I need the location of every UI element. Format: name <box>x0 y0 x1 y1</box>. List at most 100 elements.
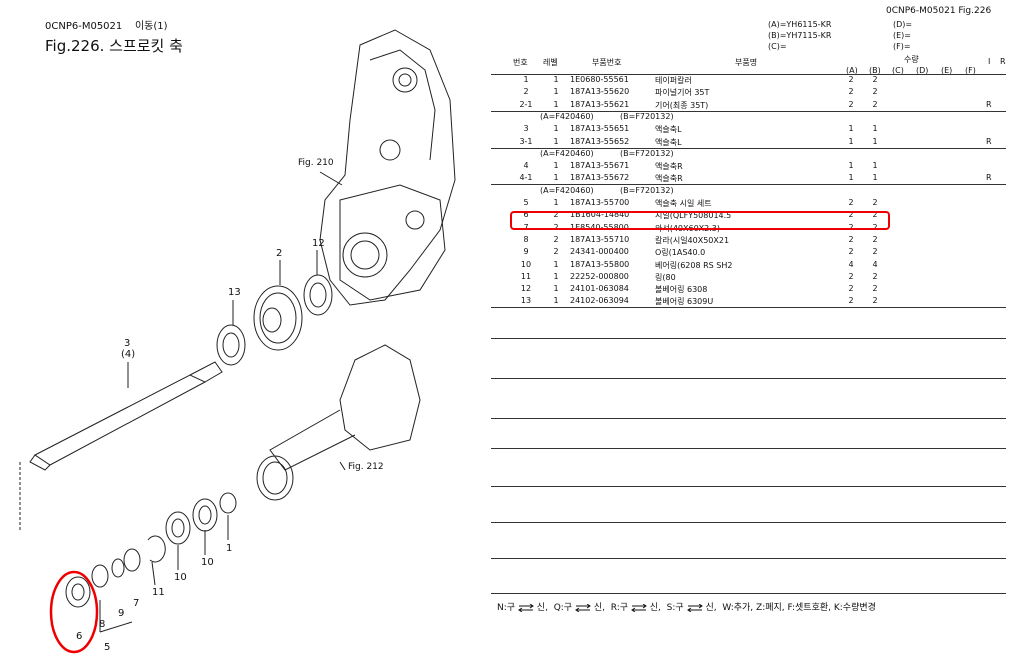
row-no: 9 <box>523 247 529 257</box>
col-qty-c: (C) <box>892 66 904 75</box>
row-separator <box>491 184 1006 186</box>
row-qty-a: 2 <box>848 271 854 281</box>
housing-lower <box>339 344 421 451</box>
row-part-no: 187A13-55651 <box>570 124 630 134</box>
serial-b: (B=F720132) <box>620 111 674 121</box>
legend: N:구 신, Q:구 신, R:구 신, S:구 신, W:추가, Z:폐지, … <box>497 603 876 613</box>
row-part-name: 액슬축L <box>655 137 682 147</box>
row-no: 4-1 <box>519 173 533 183</box>
row-part-no: 187A13-55620 <box>570 87 630 97</box>
row-level: 1 <box>553 124 559 134</box>
row-part-name: 볼베어링 6309U <box>655 297 714 307</box>
row-separator <box>491 307 1006 309</box>
row-qty-b: 2 <box>872 271 878 281</box>
col-part-no: 부품번호 <box>592 58 622 67</box>
row-r-flag: R <box>986 173 992 183</box>
row-part-no: 187A13-55652 <box>570 136 630 146</box>
row-part-name: 액슬축L <box>655 125 682 135</box>
serial-b: (B=F720132) <box>620 185 674 195</box>
blank-line <box>491 448 1006 449</box>
swap-arrows-icon <box>575 603 591 612</box>
row-part-no: 24341-000400 <box>570 247 629 257</box>
row-level: 1 <box>553 271 559 281</box>
row-part-name: 액슬축R <box>655 174 683 184</box>
col-i: I <box>988 57 991 66</box>
col-qty-e: (E) <box>941 66 953 75</box>
row-qty-a: 1 <box>848 173 854 183</box>
row-qty-b: 2 <box>872 284 878 294</box>
row-part-no: 24101-063084 <box>570 284 629 294</box>
callout-11: 11 <box>152 587 165 598</box>
row-level: 2 <box>553 210 559 220</box>
row-no: 3-1 <box>519 136 533 146</box>
col-qty: 수량 <box>904 55 919 64</box>
doc-code: 0CNP6-M05021 이동(1) <box>45 21 168 32</box>
model-b: (B)=YH7115-KR <box>768 31 832 40</box>
row-qty-b: 2 <box>872 210 878 220</box>
row-part-no: 24102-063094 <box>570 296 629 306</box>
swap-arrows-icon <box>631 603 647 612</box>
axle-shaft <box>34 374 207 466</box>
serial-a: (A=F420460) <box>540 111 594 121</box>
row-qty-b: 1 <box>872 136 878 146</box>
highlight-circle-part-6 <box>49 570 99 654</box>
row-part-name: 테이퍼칼러 <box>655 76 692 85</box>
row-qty-a: 2 <box>848 210 854 220</box>
row-level: 1 <box>553 87 559 97</box>
row-level: 1 <box>553 173 559 183</box>
model-c: (C)= <box>768 42 787 51</box>
row-qty-a: 4 <box>848 259 854 269</box>
swap-arrows-icon <box>686 603 703 612</box>
row-part-no: 187A13-55700 <box>570 198 630 207</box>
row-no: 1 <box>523 75 529 84</box>
row-part-no: 22252-000800 <box>570 271 629 281</box>
row-qty-a: 2 <box>848 296 854 306</box>
callout-6: 6 <box>76 631 83 642</box>
callout-8: 8 <box>99 619 106 630</box>
row-part-name: 액슬축 시일 세트 <box>655 199 712 208</box>
row-qty-a: 2 <box>848 99 854 109</box>
header-separator <box>491 74 1006 75</box>
callout-7: 7 <box>133 598 140 609</box>
callout-fig212: Fig. 212 <box>348 462 384 472</box>
row-level: 1 <box>553 136 559 146</box>
row-level: 2 <box>553 247 559 257</box>
row-qty-a: 1 <box>848 161 854 171</box>
col-name: 부품명 <box>735 58 758 67</box>
row-qty-b: 2 <box>872 87 878 97</box>
blank-line <box>491 558 1006 559</box>
blank-line <box>491 378 1006 379</box>
row-qty-b: 1 <box>872 161 878 171</box>
row-part-no: 187A13-55621 <box>570 99 630 109</box>
row-no: 11 <box>520 271 532 281</box>
row-no: 7 <box>523 222 529 232</box>
model-d: (D)= <box>893 20 913 29</box>
row-qty-b: 2 <box>872 222 878 232</box>
col-qty-f: (F) <box>965 66 976 75</box>
row-qty-b: 2 <box>872 234 878 244</box>
col-qty-b: (B) <box>869 66 881 75</box>
row-qty-a: 1 <box>848 136 854 146</box>
row-qty-b: 2 <box>872 247 878 257</box>
callout-3: 3 <box>124 338 131 349</box>
blank-line <box>491 593 1006 594</box>
callout-fig210: Fig. 210 <box>298 158 334 168</box>
row-qty-b: 2 <box>872 75 878 84</box>
row-no: 2 <box>523 87 529 97</box>
callout-1: 1 <box>226 543 233 554</box>
row-qty-b: 1 <box>872 173 878 183</box>
row-part-no: 187A13-55672 <box>570 173 630 183</box>
row-qty-a: 2 <box>848 247 854 257</box>
row-level: 1 <box>553 99 559 109</box>
swap-arrows-icon <box>518 603 534 612</box>
serial-a: (A=F420460) <box>540 185 594 195</box>
row-no: 3 <box>523 124 529 134</box>
blank-line <box>491 486 1006 487</box>
row-no: 4 <box>523 161 529 171</box>
